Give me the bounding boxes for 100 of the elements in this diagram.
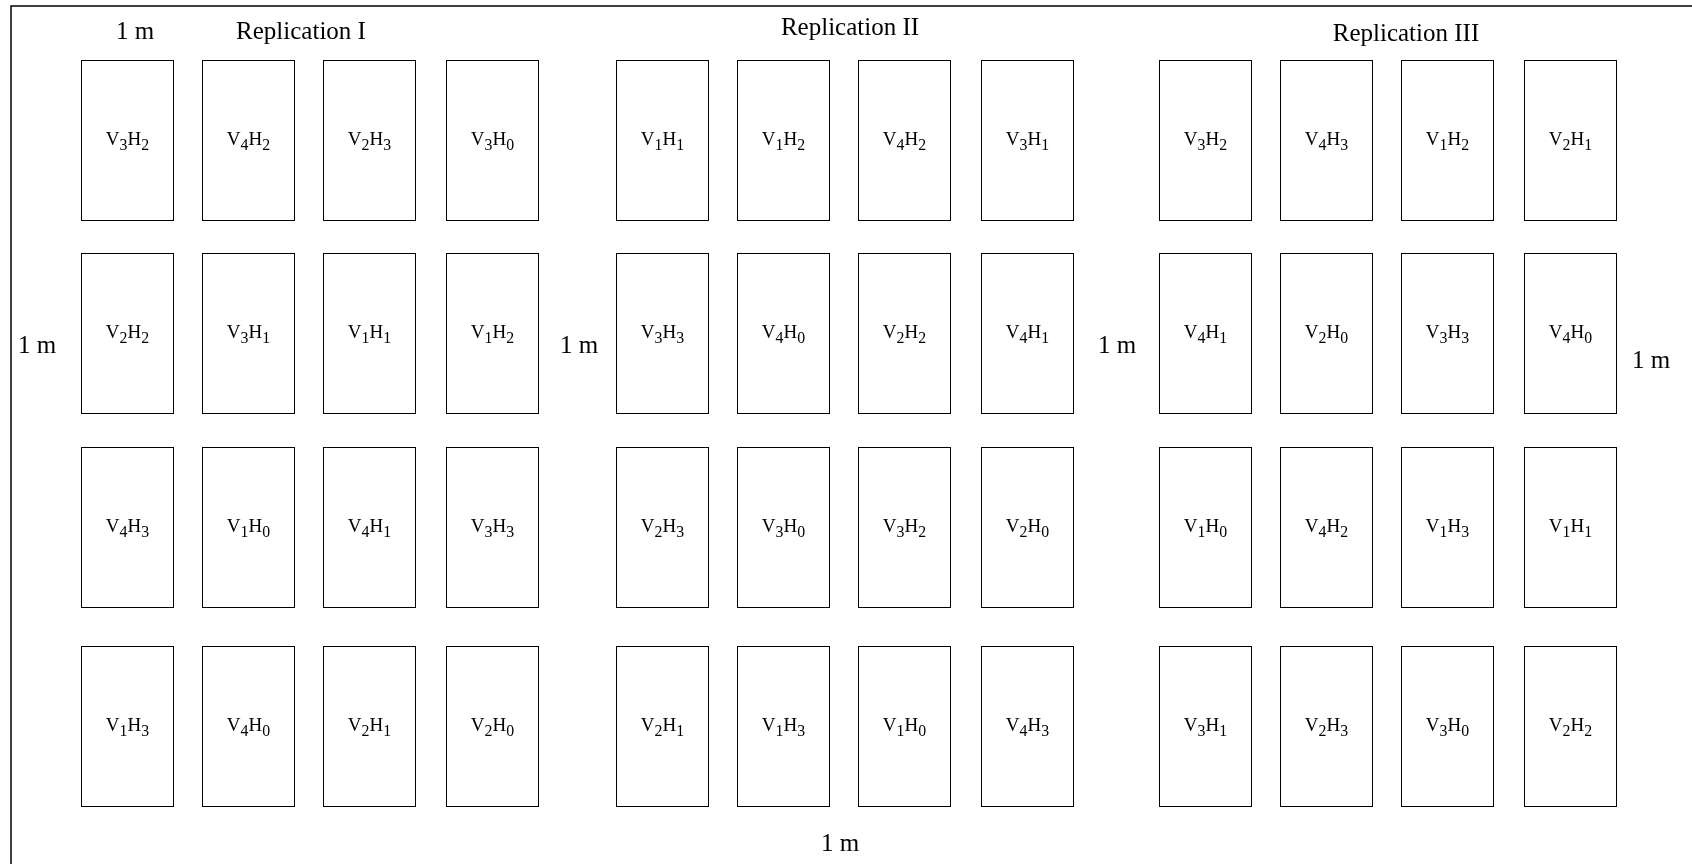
plot-box [1524, 447, 1617, 608]
plot-box [81, 646, 174, 807]
plot-box [81, 447, 174, 608]
plot-label: V$_{2}$H$_{3}$ [1304, 713, 1349, 740]
plot-label: V$_{1}$H$_{1}$ [640, 127, 685, 154]
plot-box [981, 447, 1074, 608]
dimension-label: 1 m [820, 829, 860, 857]
plot-label: V$_{4}$H$_{2}$ [1304, 514, 1349, 541]
plot-label: V$_{1}$H$_{3}$ [1425, 514, 1470, 541]
plot-box [1524, 253, 1617, 414]
plot-label: V$_{1}$H$_{0}$ [1183, 514, 1228, 541]
plot-label: V$_{4}$H$_{0}$ [226, 713, 271, 740]
dimension-label: 1 m [17, 331, 57, 359]
plot-box [858, 60, 951, 221]
plot-label: V$_{1}$H$_{3}$ [761, 713, 806, 740]
plot-box [446, 447, 539, 608]
plot-box [1401, 646, 1494, 807]
plot-box [202, 646, 295, 807]
plot-label: V$_{1}$H$_{2}$ [470, 320, 515, 347]
plot-box [1280, 646, 1373, 807]
plot-box [1159, 646, 1252, 807]
plot-label: V$_{2}$H$_{1}$ [1548, 127, 1593, 154]
plot-box [981, 60, 1074, 221]
plot-box [202, 447, 295, 608]
plot-box [446, 646, 539, 807]
plot-label: V$_{4}$H$_{3}$ [1304, 127, 1349, 154]
plot-label: V$_{4}$H$_{0}$ [1548, 320, 1593, 347]
plot-box [616, 253, 709, 414]
plot-box [737, 253, 830, 414]
plot-label: V$_{4}$H$_{0}$ [761, 320, 806, 347]
plot-box [616, 646, 709, 807]
plot-box [1401, 60, 1494, 221]
replication-heading: Replication II [780, 13, 920, 41]
plot-box [737, 447, 830, 608]
plot-label: V$_{4}$H$_{3}$ [105, 514, 150, 541]
plot-box [1280, 447, 1373, 608]
dimension-label: 1 m [1097, 331, 1137, 359]
plot-label: V$_{2}$H$_{1}$ [347, 713, 392, 740]
plot-box [323, 253, 416, 414]
plot-box [858, 253, 951, 414]
plot-box [858, 447, 951, 608]
plot-label: V$_{4}$H$_{1}$ [1183, 320, 1228, 347]
plot-label: V$_{3}$H$_{2}$ [882, 514, 927, 541]
dimension-label: 1 m [1631, 346, 1671, 374]
plot-label: V$_{2}$H$_{3}$ [640, 514, 685, 541]
plot-label: V$_{3}$H$_{3}$ [1425, 320, 1470, 347]
plot-box [1524, 60, 1617, 221]
plot-label: V$_{1}$H$_{3}$ [105, 713, 150, 740]
plot-box [81, 60, 174, 221]
plot-label: V$_{3}$H$_{2}$ [105, 127, 150, 154]
plot-box [202, 253, 295, 414]
plot-label: V$_{3}$H$_{1}$ [1005, 127, 1050, 154]
plot-label: V$_{2}$H$_{3}$ [347, 127, 392, 154]
dimension-label: 1 m [115, 17, 155, 45]
plot-label: V$_{4}$H$_{1}$ [347, 514, 392, 541]
plot-label: V$_{3}$H$_{0}$ [761, 514, 806, 541]
plot-box [616, 60, 709, 221]
plot-box [1524, 646, 1617, 807]
plot-label: V$_{3}$H$_{3}$ [640, 320, 685, 347]
plot-label: V$_{1}$H$_{1}$ [1548, 514, 1593, 541]
plot-box [737, 646, 830, 807]
plot-label: V$_{2}$H$_{2}$ [882, 320, 927, 347]
plot-box [1159, 60, 1252, 221]
plot-box [737, 60, 830, 221]
plot-box [323, 60, 416, 221]
plot-box [858, 646, 951, 807]
plot-box [616, 447, 709, 608]
plot-label: V$_{4}$H$_{1}$ [1005, 320, 1050, 347]
plot-box [981, 646, 1074, 807]
plot-label: V$_{3}$H$_{1}$ [1183, 713, 1228, 740]
plot-label: V$_{1}$H$_{0}$ [226, 514, 271, 541]
plot-label: V$_{2}$H$_{0}$ [1005, 514, 1050, 541]
plot-label: V$_{1}$H$_{2}$ [761, 127, 806, 154]
replication-heading: Replication I [236, 17, 366, 45]
plot-box [323, 447, 416, 608]
plot-box [1401, 447, 1494, 608]
plot-box [1159, 253, 1252, 414]
plot-box [202, 60, 295, 221]
plot-label: V$_{1}$H$_{1}$ [347, 320, 392, 347]
plot-box [1401, 253, 1494, 414]
plot-label: V$_{3}$H$_{1}$ [226, 320, 271, 347]
plot-box [446, 253, 539, 414]
plot-label: V$_{2}$H$_{2}$ [105, 320, 150, 347]
plot-label: V$_{4}$H$_{2}$ [882, 127, 927, 154]
plot-box [323, 646, 416, 807]
plot-box [1280, 253, 1373, 414]
plot-label: V$_{1}$H$_{0}$ [882, 713, 927, 740]
plot-label: V$_{2}$H$_{0}$ [1304, 320, 1349, 347]
plot-box [981, 253, 1074, 414]
plot-label: V$_{2}$H$_{1}$ [640, 713, 685, 740]
plot-label: V$_{4}$H$_{2}$ [226, 127, 271, 154]
plot-label: V$_{3}$H$_{3}$ [470, 514, 515, 541]
plot-label: V$_{4}$H$_{3}$ [1005, 713, 1050, 740]
plot-box [81, 253, 174, 414]
dimension-label: 1 m [559, 331, 599, 359]
plot-label: V$_{3}$H$_{0}$ [470, 127, 515, 154]
plot-label: V$_{3}$H$_{0}$ [1425, 713, 1470, 740]
plot-label: V$_{3}$H$_{2}$ [1183, 127, 1228, 154]
plot-box [1159, 447, 1252, 608]
plot-label: V$_{1}$H$_{2}$ [1425, 127, 1470, 154]
